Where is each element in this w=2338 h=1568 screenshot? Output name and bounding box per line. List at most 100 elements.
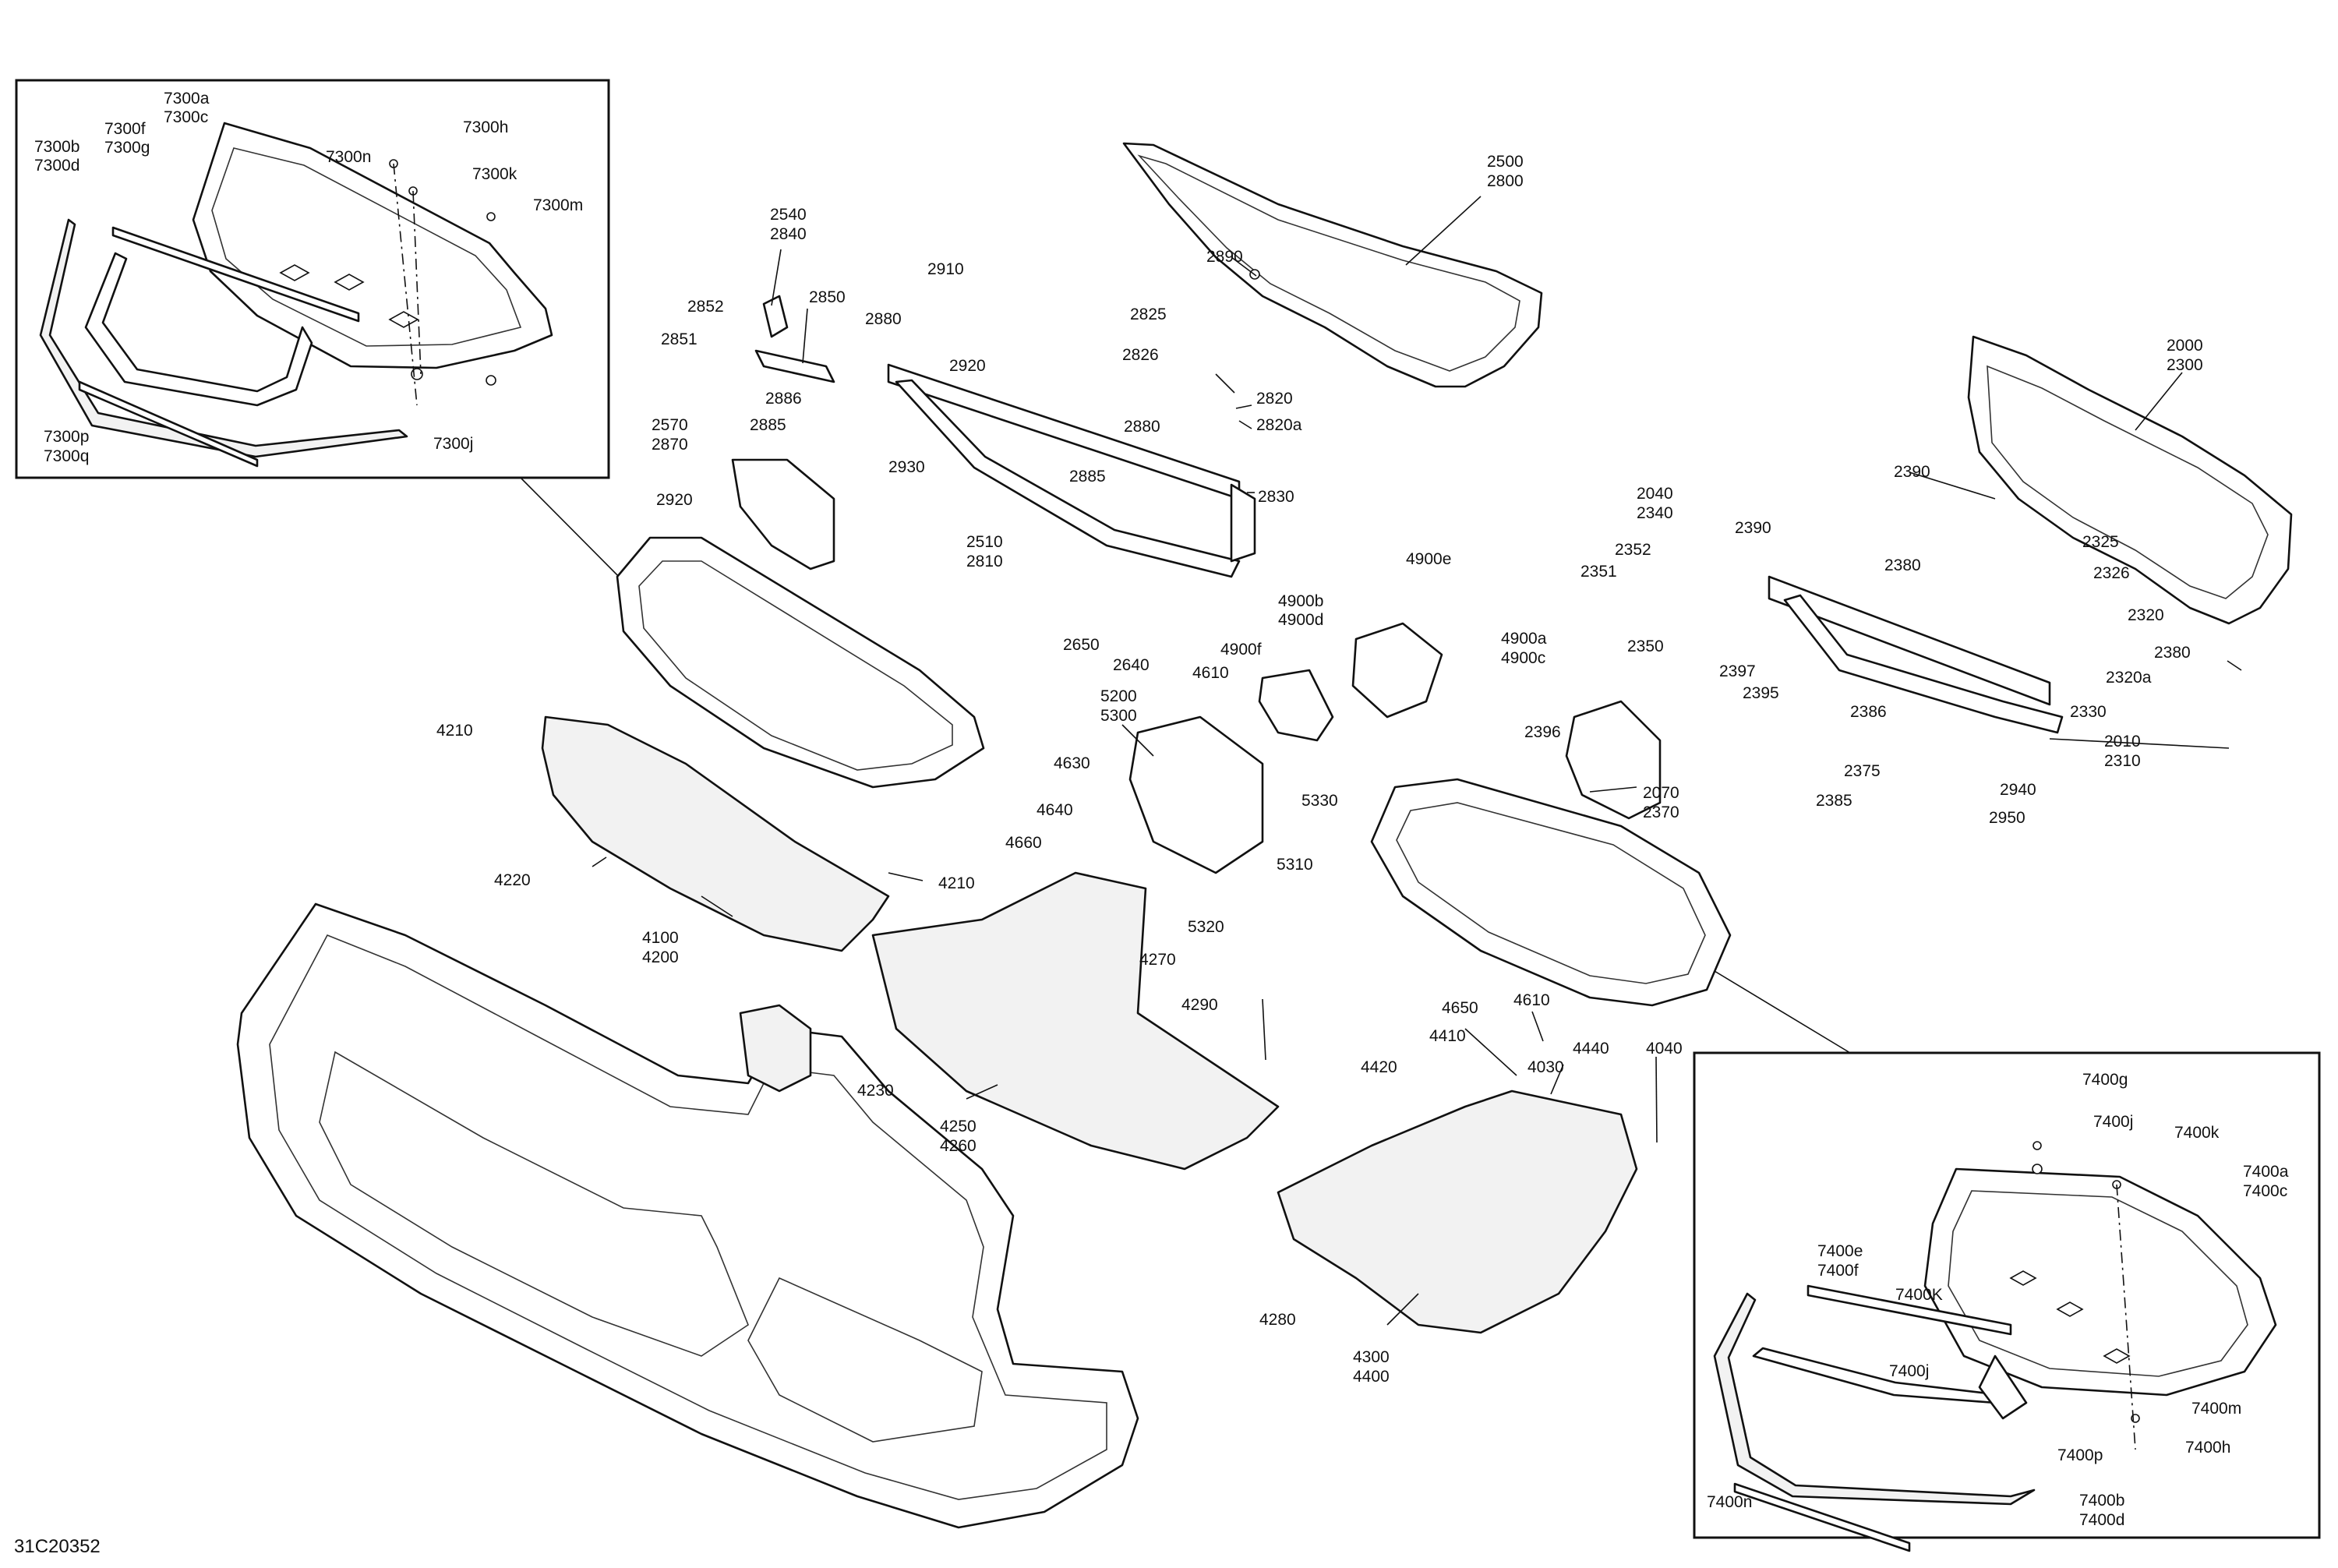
callout-2390-mid: 2390 xyxy=(1735,519,1771,537)
callout-2397: 2397 xyxy=(1719,662,1756,680)
right-inset-door-assembly xyxy=(1713,1141,2277,1552)
callout-7300j: 7300j xyxy=(433,435,473,453)
callout-7300a: 7300a xyxy=(164,90,210,108)
callout-2010: 2010 xyxy=(2104,733,2141,750)
callout-7400h: 7400h xyxy=(2185,1439,2230,1457)
leader-lines xyxy=(592,196,2242,1326)
callout-2826: 2826 xyxy=(1122,346,1159,364)
callout-4270: 4270 xyxy=(1139,951,1176,969)
callout-4900f: 4900f xyxy=(1220,641,1262,659)
callout-2300: 2300 xyxy=(2167,356,2203,374)
callout-2326: 2326 xyxy=(2093,564,2130,582)
callout-5310: 5310 xyxy=(1277,856,1313,874)
callout-4640: 4640 xyxy=(1037,801,1073,819)
callout-2375: 2375 xyxy=(1844,762,1881,780)
floor-panel-4100 xyxy=(541,715,890,952)
callout-7400d: 7400d xyxy=(2079,1511,2124,1529)
callout-7300h: 7300h xyxy=(463,118,508,136)
callout-7400K-lower: 7400K xyxy=(1895,1286,1943,1304)
callout-2340: 2340 xyxy=(1637,504,1673,522)
callout-4210-top: 4210 xyxy=(436,722,473,740)
callout-2351: 2351 xyxy=(1580,563,1617,581)
callout-2510: 2510 xyxy=(966,533,1003,551)
callout-2940: 2940 xyxy=(2000,781,2036,799)
left-inset-frame xyxy=(15,79,610,479)
right-inset-frame xyxy=(1693,1051,2321,1539)
callout-4610-top: 4610 xyxy=(1192,664,1229,682)
callout-2650: 2650 xyxy=(1063,636,1100,654)
callout-2820: 2820 xyxy=(1256,390,1293,408)
callout-2851: 2851 xyxy=(661,330,698,348)
callout-2920-left: 2920 xyxy=(656,491,693,509)
callout-4280: 4280 xyxy=(1259,1311,1296,1329)
callout-2396: 2396 xyxy=(1524,723,1561,741)
callout-7300m: 7300m xyxy=(533,196,583,214)
callout-4040: 4040 xyxy=(1646,1040,1683,1058)
callout-2830: 2830 xyxy=(1258,488,1294,506)
callout-2370: 2370 xyxy=(1643,803,1679,821)
callout-7400b: 7400b xyxy=(2079,1492,2124,1510)
callout-4210-mid: 4210 xyxy=(938,874,975,892)
callout-2840: 2840 xyxy=(770,225,807,243)
callout-2350: 2350 xyxy=(1627,637,1664,655)
bracket-5200 xyxy=(1128,715,1264,874)
callout-4660: 4660 xyxy=(1005,834,1042,852)
callout-4610-low: 4610 xyxy=(1513,991,1550,1009)
callout-2930: 2930 xyxy=(888,458,925,476)
callout-4900a: 4900a xyxy=(1501,630,1547,648)
callout-2852: 2852 xyxy=(687,298,724,316)
callout-7300c: 7300c xyxy=(164,108,208,126)
bracket-2570 xyxy=(731,458,835,570)
callout-7400e: 7400e xyxy=(1817,1242,1863,1260)
callout-2870: 2870 xyxy=(652,436,688,454)
callout-2885-left: 2885 xyxy=(750,416,786,434)
callout-4900e: 4900e xyxy=(1406,550,1451,568)
callout-2386: 2386 xyxy=(1850,703,1887,721)
callout-2380-right: 2380 xyxy=(2154,644,2191,662)
bracket-2070 xyxy=(1565,700,1662,820)
callout-2886: 2886 xyxy=(765,390,802,408)
support-bar-2510 xyxy=(887,363,1256,578)
callout-2320a: 2320a xyxy=(2106,669,2152,687)
callout-7300b: 7300b xyxy=(34,138,79,156)
callout-5300: 5300 xyxy=(1100,707,1137,725)
callout-2640: 2640 xyxy=(1113,656,1150,674)
callout-7400n: 7400n xyxy=(1707,1493,1752,1511)
callout-2810: 2810 xyxy=(966,553,1003,570)
callout-2380-top: 2380 xyxy=(1884,556,1921,574)
callout-7300n: 7300n xyxy=(326,148,371,166)
callout-4410: 4410 xyxy=(1429,1027,1466,1045)
callout-7300f: 7300f xyxy=(104,120,146,138)
door-panel-2000 xyxy=(1967,335,2293,625)
callout-5320: 5320 xyxy=(1188,918,1224,936)
right-inset-connector xyxy=(1698,961,1851,1054)
callout-7400p: 7400p xyxy=(2057,1446,2103,1464)
callout-2390-top: 2390 xyxy=(1894,463,1930,481)
callout-2850: 2850 xyxy=(809,288,846,306)
body-tub-assembly xyxy=(236,902,1139,1529)
callout-4630: 4630 xyxy=(1054,754,1090,772)
callout-2800: 2800 xyxy=(1487,172,1524,190)
callout-2570: 2570 xyxy=(652,416,688,434)
callout-4290: 4290 xyxy=(1181,996,1218,1014)
left-inset-callouts: 7300a 7300c 7300b 7300d 7300f 7300g 7300… xyxy=(34,90,583,465)
callout-4400: 4400 xyxy=(1353,1368,1390,1386)
callout-2320: 2320 xyxy=(2128,606,2164,624)
callout-4440: 4440 xyxy=(1573,1040,1609,1058)
figure-id: 31C20352 xyxy=(14,1536,101,1557)
callout-2950: 2950 xyxy=(1989,809,2025,827)
main-callouts: 2500 2800 2890 2540 2840 2850 2852 2851 … xyxy=(436,153,2203,1386)
callout-4220: 4220 xyxy=(494,871,531,889)
callout-2395: 2395 xyxy=(1743,684,1779,702)
callout-2880-mid: 2880 xyxy=(1124,418,1160,436)
callout-2385: 2385 xyxy=(1816,792,1852,810)
callout-4260: 4260 xyxy=(940,1137,977,1155)
callout-2825: 2825 xyxy=(1130,305,1167,323)
callout-2000: 2000 xyxy=(2167,337,2203,355)
callout-4900c: 4900c xyxy=(1501,649,1545,667)
callout-2500: 2500 xyxy=(1487,153,1524,171)
seat-frame-right xyxy=(1370,778,1732,1007)
callout-5200: 5200 xyxy=(1100,687,1137,705)
callout-7300q: 7300q xyxy=(44,447,89,465)
